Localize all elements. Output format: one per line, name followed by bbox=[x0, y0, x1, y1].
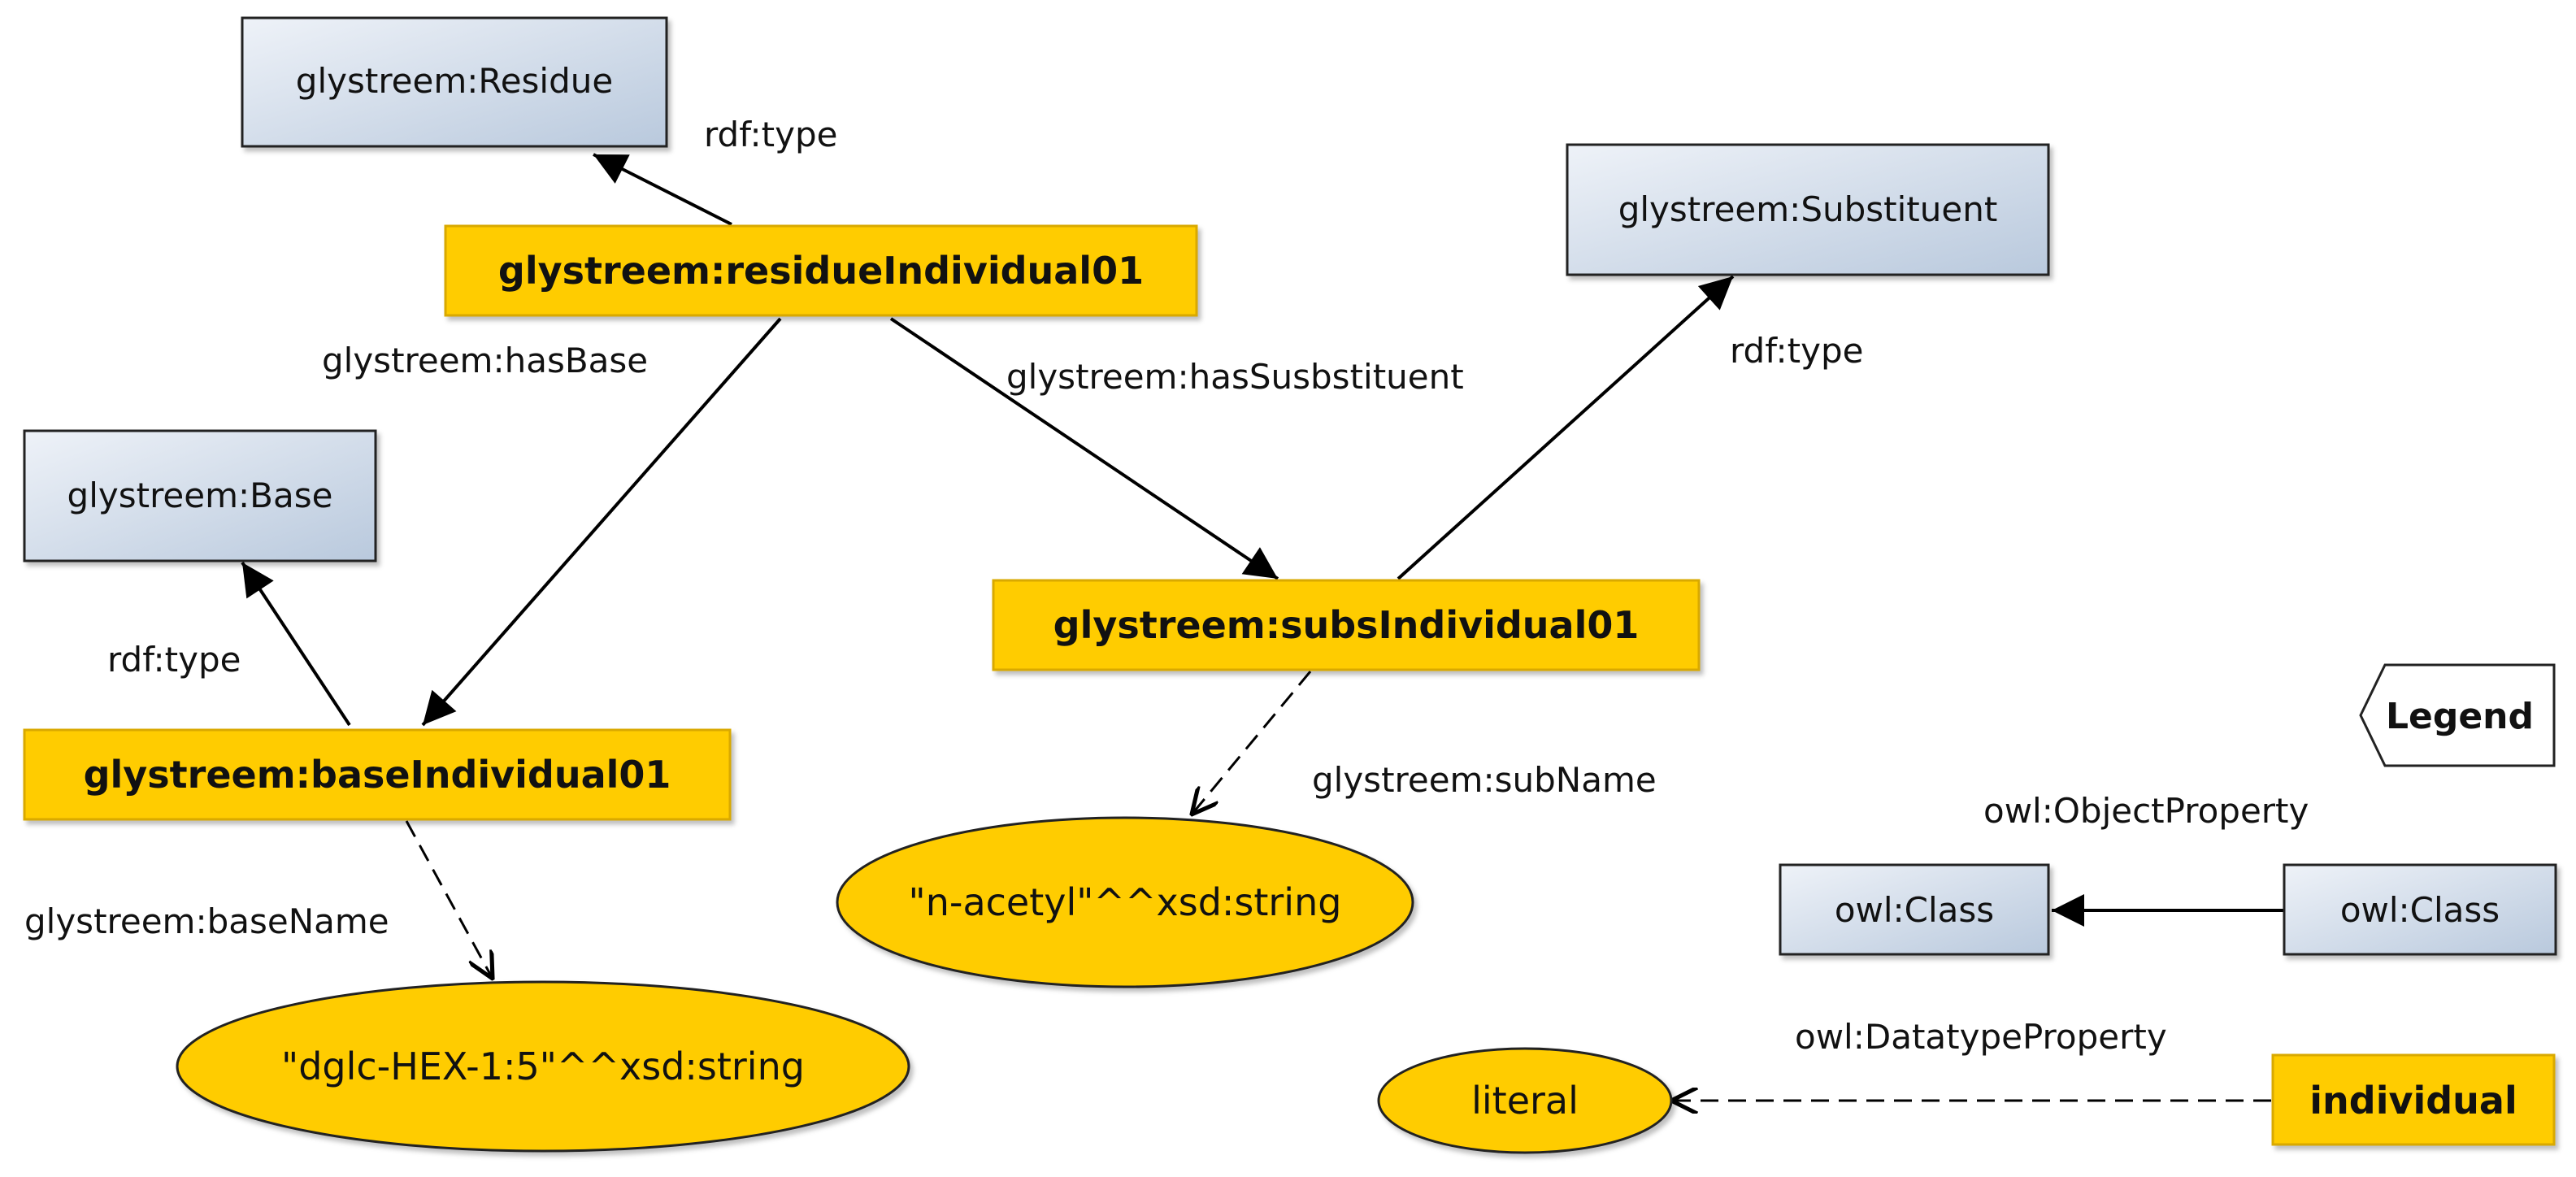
legend-literal-label: literal bbox=[1471, 1079, 1579, 1123]
legend: Legend owl:ObjectProperty owl:Class owl:… bbox=[1377, 663, 2557, 1154]
literal-node-acetyl[interactable]: "n-acetyl"^^xsd:string bbox=[836, 816, 1414, 988]
class-label-substituent: glystreem:Substituent bbox=[1618, 189, 1998, 229]
legend-individual-label: individual bbox=[2309, 1079, 2517, 1123]
edges bbox=[241, 153, 1735, 979]
individual-label-residue: glystreem:residueIndividual01 bbox=[498, 249, 1144, 293]
individual-node-residue[interactable]: glystreem:residueIndividual01 bbox=[444, 224, 1198, 317]
legend-class-left-label: owl:Class bbox=[1835, 890, 1994, 930]
edge-label-sub-name: glystreem:subName bbox=[1312, 760, 1657, 800]
edge-label-residue-type: rdf:type bbox=[704, 115, 837, 154]
individual-label-base: glystreem:baseIndividual01 bbox=[84, 753, 671, 797]
edge-label-subs-type: rdf:type bbox=[1730, 331, 1863, 371]
edge-subs-type bbox=[1397, 275, 1735, 580]
class-node-base[interactable]: glystreem:Base bbox=[23, 429, 377, 562]
literal-label-base: "dglc-HEX-1:5"^^xsd:string bbox=[281, 1045, 805, 1088]
legend-class-left: owl:Class bbox=[1779, 863, 2050, 956]
edge-has-substituent bbox=[889, 317, 1279, 580]
legend-title: Legend bbox=[2386, 696, 2534, 737]
edge-label-has-base: glystreem:hasBase bbox=[322, 341, 648, 380]
class-node-substituent[interactable]: glystreem:Substituent bbox=[1566, 143, 2050, 276]
individual-label-subs: glystreem:subsIndividual01 bbox=[1053, 603, 1640, 647]
literal-node-base[interactable]: "dglc-HEX-1:5"^^xsd:string bbox=[176, 980, 910, 1153]
class-label-base: glystreem:Base bbox=[67, 476, 333, 515]
individual-node-base[interactable]: glystreem:baseIndividual01 bbox=[23, 728, 732, 821]
edge-labels: rdf:type glystreem:hasBase glystreem:has… bbox=[24, 115, 1863, 941]
legend-individual: individual bbox=[2271, 1053, 2556, 1146]
legend-title-tag: Legend bbox=[2359, 663, 2556, 767]
edge-residue-type bbox=[593, 153, 732, 226]
legend-class-right: owl:Class bbox=[2283, 863, 2557, 956]
literal-label-acetyl: "n-acetyl"^^xsd:string bbox=[909, 880, 1342, 924]
class-node-residue[interactable]: glystreem:Residue bbox=[241, 16, 668, 148]
edge-has-base bbox=[421, 317, 782, 727]
edge-base-type bbox=[241, 561, 351, 727]
edge-sub-name bbox=[1192, 671, 1312, 814]
individual-node-subs[interactable]: glystreem:subsIndividual01 bbox=[992, 579, 1701, 671]
edge-label-base-type: rdf:type bbox=[107, 640, 241, 680]
legend-literal: literal bbox=[1377, 1047, 1673, 1154]
edge-base-name bbox=[405, 820, 493, 979]
legend-datatype-property-label: owl:DatatypeProperty bbox=[1795, 1017, 2167, 1057]
edge-label-base-name: glystreem:baseName bbox=[24, 901, 389, 941]
class-label-residue: glystreem:Residue bbox=[296, 61, 613, 101]
legend-class-right-label: owl:Class bbox=[2340, 890, 2500, 930]
edge-label-has-substituent: glystreem:hasSusbstituent bbox=[1006, 357, 1464, 397]
legend-object-property-label: owl:ObjectProperty bbox=[1983, 791, 2309, 831]
